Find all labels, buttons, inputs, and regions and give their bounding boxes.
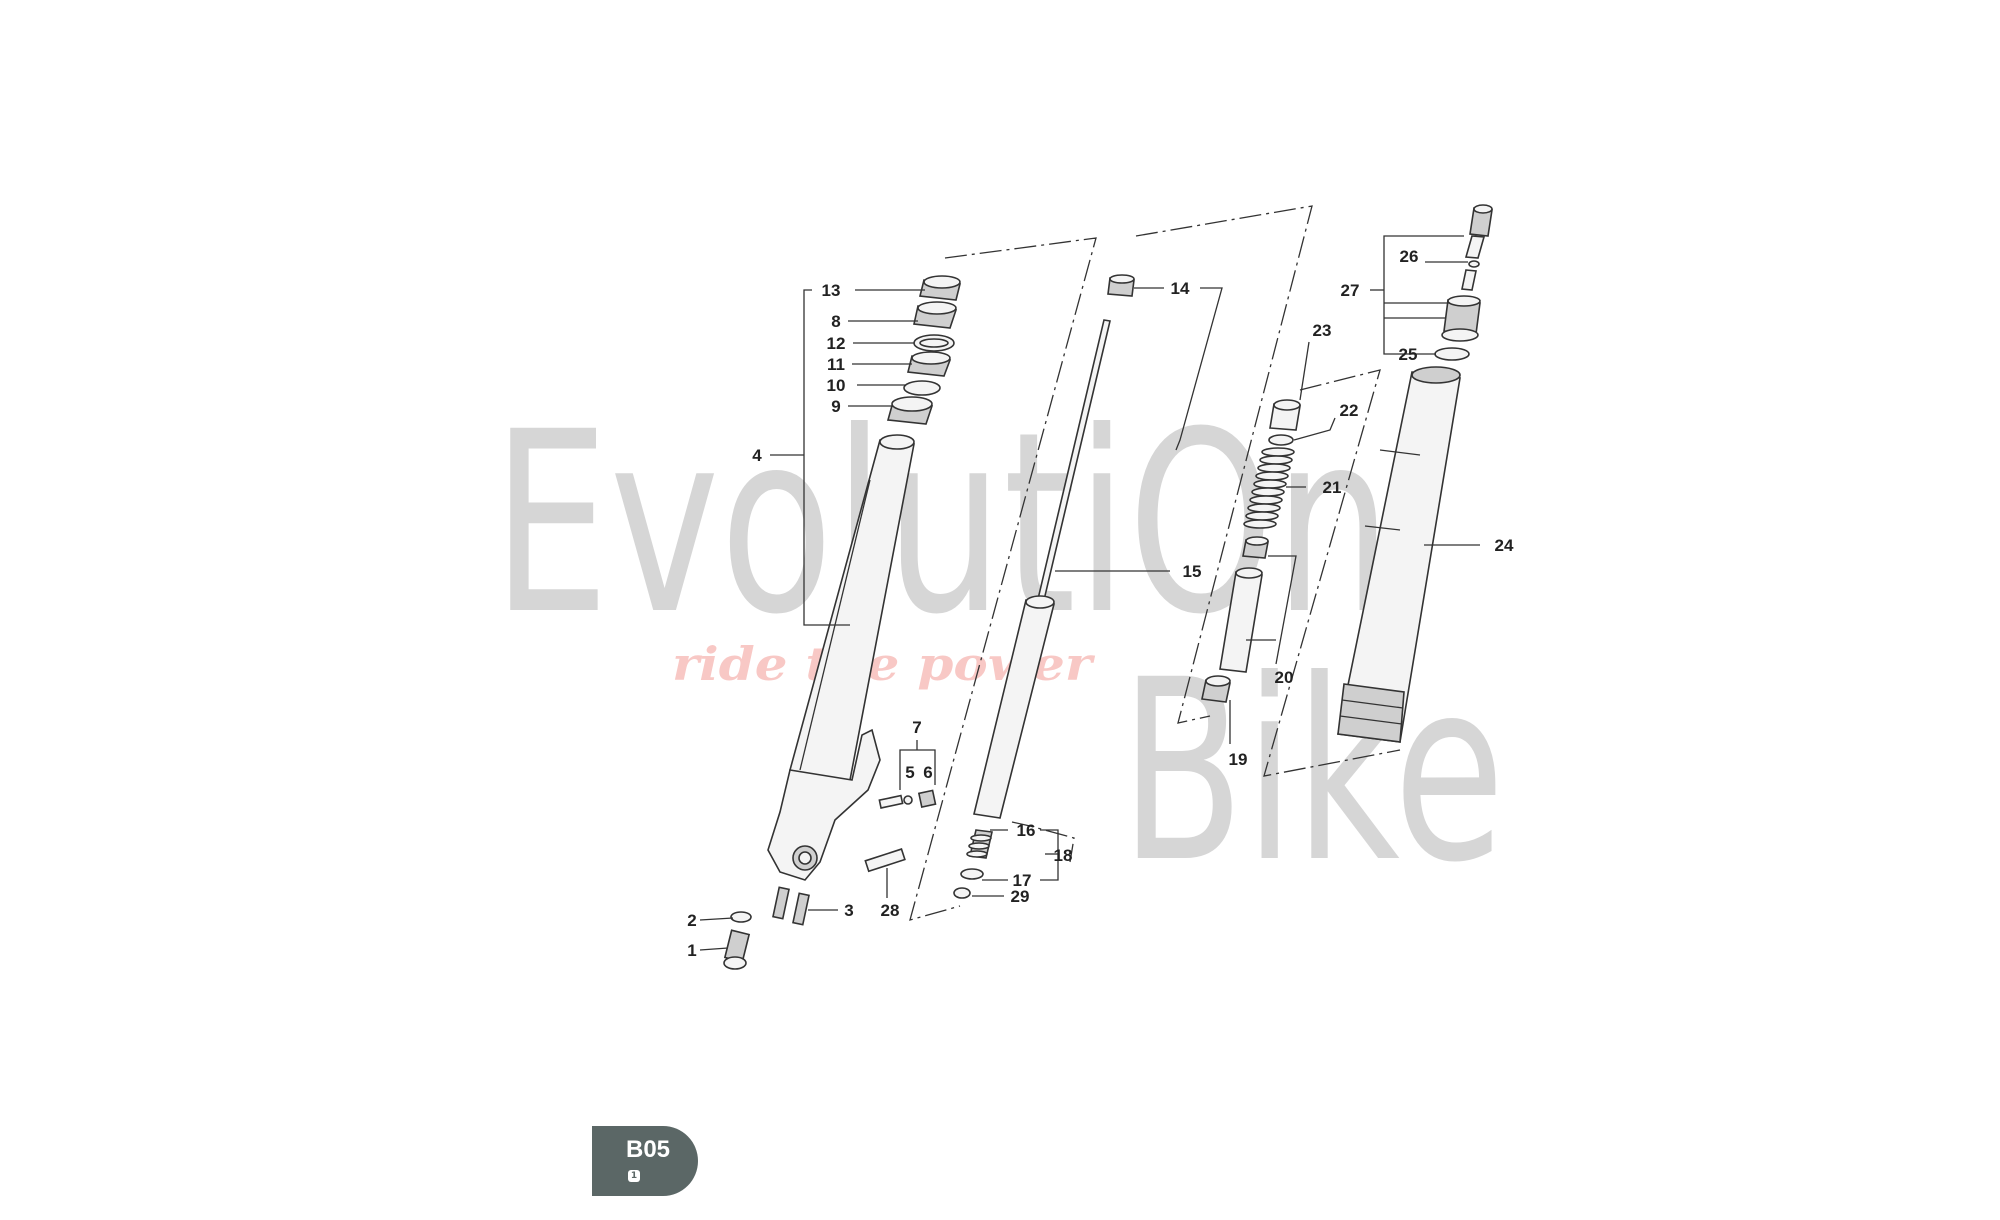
outer-tube-assembly	[723, 275, 961, 970]
cartridge-assembly	[953, 274, 1135, 899]
callout-7: 7	[912, 718, 921, 737]
badge-code: B05	[626, 1136, 671, 1163]
callout-8: 8	[831, 312, 840, 331]
callout-10: 10	[827, 376, 846, 395]
callout-3: 3	[844, 901, 853, 920]
callout-13: 13	[822, 281, 841, 300]
callout-23: 23	[1313, 321, 1332, 340]
callout-19: 19	[1229, 750, 1248, 769]
callout-6: 6	[923, 763, 932, 782]
callout-27: 27	[1341, 281, 1360, 300]
callout-4: 4	[752, 446, 762, 465]
leader-lines	[699, 235, 1480, 951]
callout-21: 21	[1323, 478, 1342, 497]
callout-labels: 13 8 12 11 10 9 4 7 5 6 28 3 2 1 14 15 1…	[687, 247, 1514, 960]
callout-29: 29	[1011, 887, 1030, 906]
badge-sub-icon: 1	[628, 1170, 640, 1182]
callout-1: 1	[687, 941, 696, 960]
callout-2: 2	[687, 911, 696, 930]
callout-9: 9	[831, 397, 840, 416]
fork-foot	[767, 728, 881, 881]
watermark: EvolutiOn Bike ride the power	[492, 378, 1505, 917]
callout-25: 25	[1399, 345, 1418, 364]
callout-16: 16	[1017, 821, 1036, 840]
exploded-view-guides	[909, 205, 1401, 921]
inner-tube-assembly	[1337, 204, 1493, 743]
callout-5: 5	[905, 763, 914, 782]
page-code-badge: B05 1	[592, 1126, 698, 1196]
callout-28: 28	[881, 901, 900, 920]
callout-17: 17	[1013, 871, 1032, 890]
watermark-line2: Bike	[1120, 626, 1505, 917]
spring-assembly	[1201, 399, 1301, 703]
callout-20: 20	[1275, 668, 1294, 687]
callout-12: 12	[827, 334, 846, 353]
callout-22: 22	[1340, 401, 1359, 420]
callout-15: 15	[1183, 562, 1202, 581]
callout-18: 18	[1054, 846, 1073, 865]
callout-14: 14	[1171, 279, 1190, 298]
callout-26: 26	[1400, 247, 1419, 266]
callout-24: 24	[1495, 536, 1514, 555]
spring-coils	[1243, 447, 1295, 529]
callout-11: 11	[827, 355, 845, 374]
